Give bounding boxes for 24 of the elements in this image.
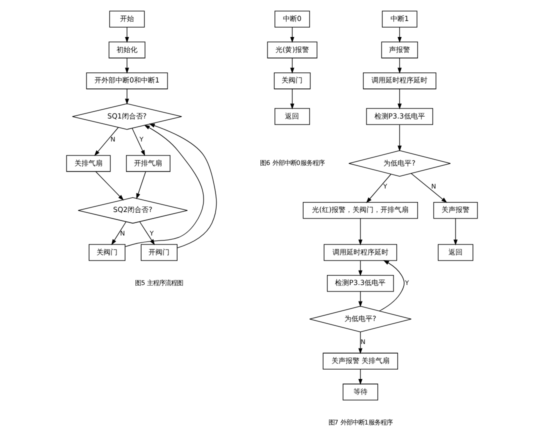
arrow <box>358 291 362 308</box>
arrow <box>398 26 402 43</box>
arrow <box>398 124 402 152</box>
arrow <box>398 88 402 110</box>
arrow <box>358 368 362 385</box>
arrow <box>111 221 126 246</box>
arrow <box>136 171 146 200</box>
arrow <box>95 171 124 200</box>
arrow <box>358 218 362 246</box>
arrow <box>124 88 130 105</box>
arrow <box>290 88 294 110</box>
arrow <box>358 332 362 354</box>
arrow <box>398 58 402 74</box>
arrow <box>410 173 448 203</box>
arrow <box>290 26 294 43</box>
arrow <box>366 174 392 204</box>
arrow <box>290 58 294 74</box>
arrow <box>124 26 130 43</box>
arrow <box>132 128 146 156</box>
arrow <box>124 58 130 74</box>
arrow <box>379 260 405 312</box>
arrow <box>358 260 362 276</box>
arrow <box>94 127 119 156</box>
arrow <box>454 218 458 246</box>
